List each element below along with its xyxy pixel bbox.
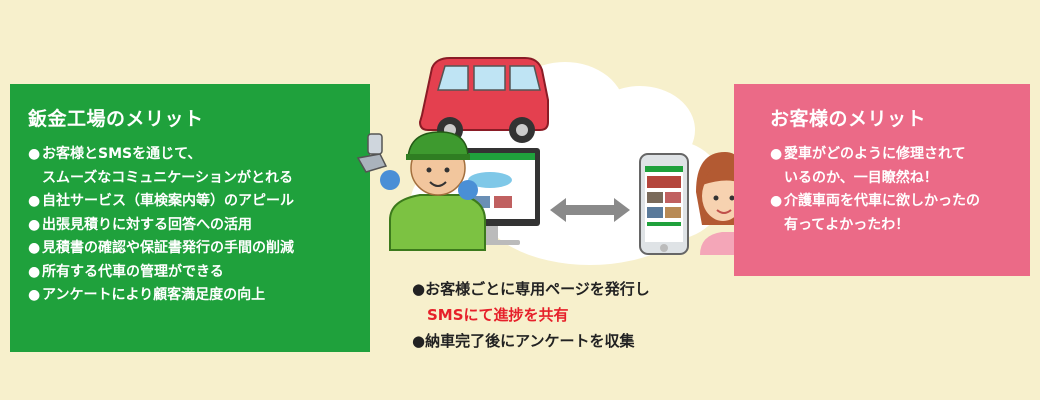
shop-merits-title: 鈑金工場のメリット [28, 108, 204, 130]
list-item: ●アンケートにより顧客満足度の向上 [28, 287, 266, 303]
shop-merits-list: ●お客様とSMSを通じて、スムーズなコミュニケーションがとれる ●自社サービス（… [28, 143, 370, 308]
customer-woman-icon [696, 152, 740, 255]
smartphone-icon [639, 153, 689, 255]
list-item: ●納車完了後にアンケートを収集 [412, 332, 635, 350]
red-car-icon [418, 57, 549, 143]
highlight-text: SMSにて進捗を共有 [427, 306, 569, 324]
double-arrow-icon [550, 198, 630, 222]
list-item: ●自社サービス（車検案内等）のアピール [28, 193, 294, 209]
list-item: ●見積書の確認や保証書発行の手間の削減 [28, 240, 294, 256]
list-item: ●出張見積りに対する回答への活用 [28, 216, 252, 233]
mechanic-icon [356, 131, 486, 251]
list-item: ●所有する代車の管理ができる [28, 263, 224, 280]
shop-merits-panel: 鈑金工場のメリット ●お客様とSMSを通じて、スムーズなコミュニケーションがとれ… [10, 84, 370, 352]
list-item: ●お客様とSMSを通じて、スムーズなコミュニケーションがとれる [28, 146, 294, 186]
list-item: ●愛車がどのように修理されているのか、一目瞭然ね！ [770, 146, 966, 186]
customer-merits-title: お客様のメリット [770, 108, 927, 130]
customer-merits-panel: お客様のメリット ●愛車がどのように修理されているのか、一目瞭然ね！ ●介護車両… [734, 84, 1030, 276]
customer-merits-list: ●愛車がどのように修理されているのか、一目瞭然ね！ ●介護車両を代車に欲しかった… [770, 143, 1030, 237]
list-item: ●介護車両を代車に欲しかったの有ってよかったわ！ [770, 193, 980, 233]
service-illustration [356, 57, 740, 265]
